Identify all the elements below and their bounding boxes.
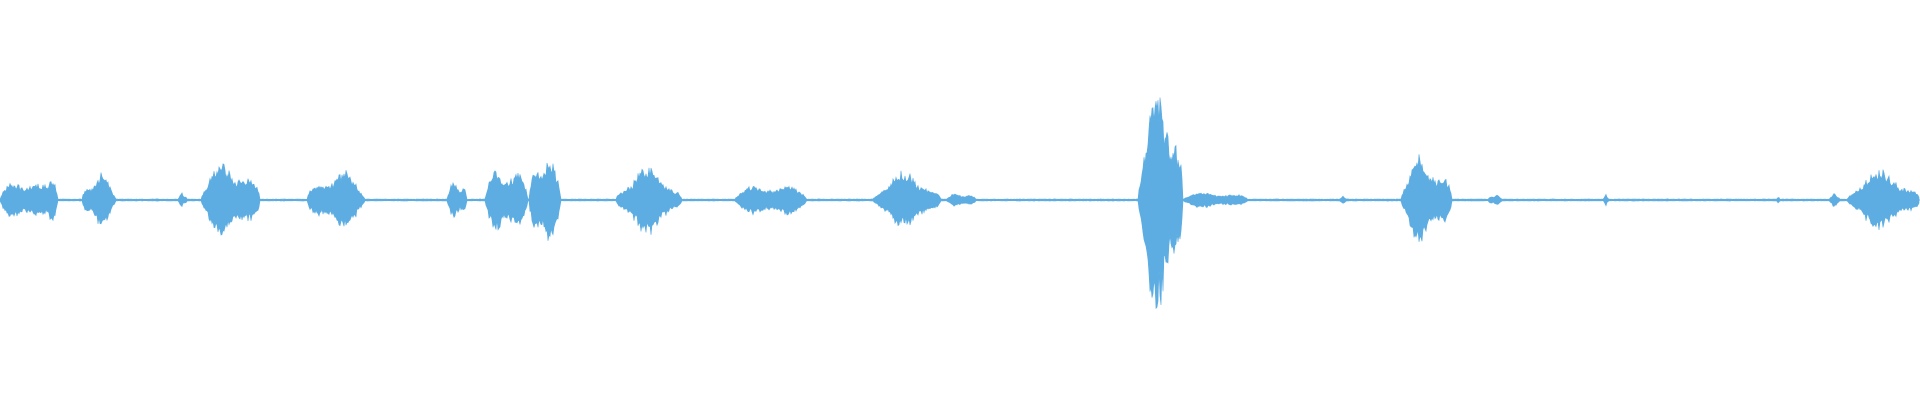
waveform-shape xyxy=(0,97,1920,310)
